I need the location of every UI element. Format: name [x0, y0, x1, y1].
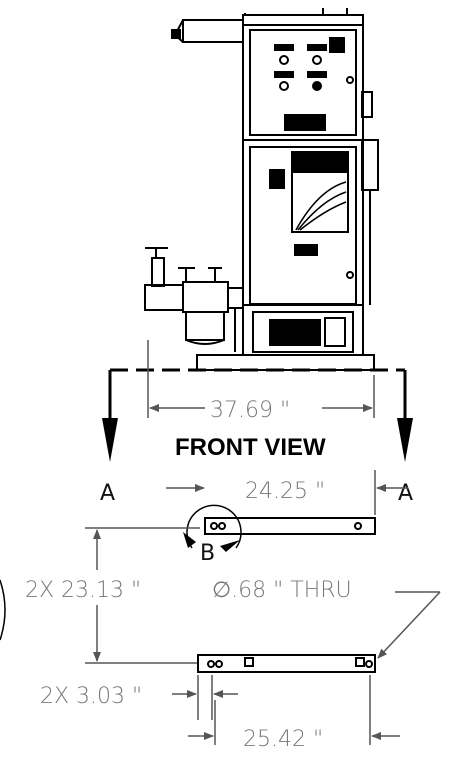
hole-callout-leader — [377, 591, 441, 659]
section-label-left: A — [100, 481, 115, 506]
bottom-bracket-length-dimension — [188, 675, 400, 745]
valve-assembly — [144, 247, 244, 352]
bracket-spacing-dimension — [85, 527, 200, 664]
upper-control-panel — [242, 24, 373, 141]
top-bracket-length-text: 24.25 " — [245, 479, 325, 504]
view-title: FRONT VIEW — [175, 434, 326, 461]
machine-front-view — [144, 8, 379, 371]
lower-cabinet — [242, 139, 379, 311]
top-bracket — [204, 517, 376, 535]
overall-width-text: 37.69 " — [210, 398, 290, 423]
overall-width-dimension — [147, 340, 375, 418]
bottom-bracket — [197, 654, 376, 673]
section-label-right: A — [398, 481, 413, 506]
detail-b-callout — [183, 504, 242, 552]
section-line-a-a — [102, 368, 413, 462]
bottom-bracket-length-text: 25.42 " — [243, 727, 323, 752]
detail-view-edge — [0, 579, 6, 641]
top-bracket-length-dimension — [166, 470, 408, 515]
base-frame — [196, 304, 375, 371]
bracket-spacing-text: 2X 23.13 " — [25, 578, 141, 603]
detail-b-label: B — [200, 541, 215, 566]
hole-offset-dimension — [172, 675, 238, 720]
hole-offset-text: 2X 3.03 " — [40, 684, 142, 709]
hole-callout-text: ∅.68 " THRU — [212, 578, 352, 603]
